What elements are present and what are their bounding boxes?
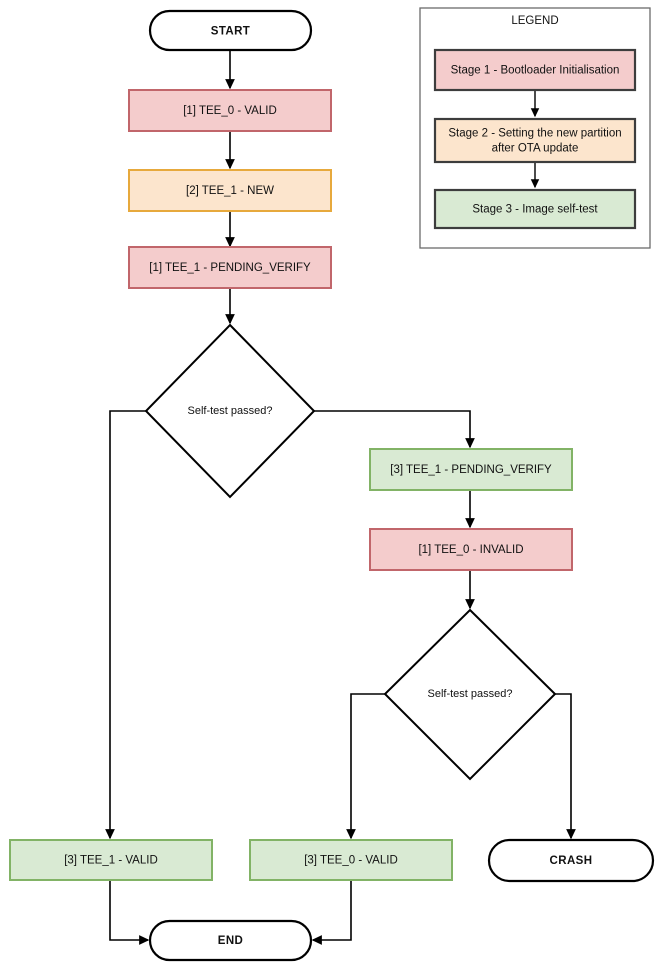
tee0-valid-label: [1] TEE_0 - VALID bbox=[183, 105, 277, 117]
edge-decision1-right-to-tee1pending3 bbox=[314, 410, 475, 449]
legend-item-stage2-label-line1: Stage 2 - Setting the new partition bbox=[448, 128, 621, 140]
tee1-new-label: [2] TEE_1 - NEW bbox=[186, 185, 274, 197]
end-label: END bbox=[218, 935, 243, 947]
legend-item-stage3-box bbox=[433, 188, 637, 230]
legend-item-stage1-box bbox=[433, 48, 637, 92]
tee1-pending-verify-stage3-label: [3] TEE_1 - PENDING_VERIFY bbox=[390, 464, 552, 476]
tee1-valid-shape[interactable] bbox=[9, 839, 213, 881]
node-tee1-pending-verify-stage3[interactable]: [3] TEE_1 - PENDING_VERIFY bbox=[369, 448, 573, 491]
tee1-pending-verify-stage1-label: [1] TEE_1 - PENDING_VERIFY bbox=[149, 262, 311, 274]
node-crash[interactable]: CRASH bbox=[487, 838, 655, 883]
node-end[interactable]: END bbox=[148, 919, 313, 962]
node-tee0-valid-stage3[interactable]: [3] TEE_0 - VALID bbox=[249, 839, 453, 881]
edges-layer bbox=[105, 50, 576, 945]
crash-label: CRASH bbox=[550, 855, 593, 867]
tee0-valid-stage3-shape[interactable] bbox=[249, 839, 453, 881]
edge-tee0valid3-to-end bbox=[311, 880, 352, 945]
edge-tee1valid-to-end bbox=[109, 880, 150, 945]
crash-shape[interactable] bbox=[487, 838, 655, 883]
tee1-pending-verify-stage1-shape[interactable] bbox=[128, 246, 332, 289]
tee0-valid-stage3-label: [3] TEE_0 - VALID bbox=[304, 855, 398, 867]
tee1-valid-label: [3] TEE_1 - VALID bbox=[64, 855, 158, 867]
edge-decision2-left-to-tee0valid3 bbox=[346, 693, 385, 840]
tee0-invalid-label: [1] TEE_0 - INVALID bbox=[418, 544, 523, 556]
legend-item-stage2-box bbox=[433, 117, 637, 164]
node-tee1-new[interactable]: [2] TEE_1 - NEW bbox=[128, 169, 332, 212]
decision-2-label: Self-test passed? bbox=[428, 688, 513, 700]
tee0-invalid-shape[interactable] bbox=[369, 528, 573, 571]
node-tee1-pending-verify-stage1[interactable]: [1] TEE_1 - PENDING_VERIFY bbox=[128, 246, 332, 289]
node-tee1-valid[interactable]: [3] TEE_1 - VALID bbox=[9, 839, 213, 881]
node-tee0-valid[interactable]: [1] TEE_0 - VALID bbox=[128, 89, 332, 132]
legend-item-stage1-label: Stage 1 - Bootloader Initialisation bbox=[451, 65, 620, 77]
decision-1-label: Self-test passed? bbox=[188, 405, 273, 417]
start-shape[interactable] bbox=[148, 9, 313, 52]
legend-item-stage3-label: Stage 3 - Image self-test bbox=[472, 204, 598, 216]
tee0-valid-shape[interactable] bbox=[128, 89, 332, 132]
decision-1-shape[interactable] bbox=[144, 323, 316, 499]
legend-item-stage2-label-line2: after OTA update bbox=[492, 143, 579, 155]
edge-decision2-right-to-crash bbox=[555, 693, 576, 840]
legend-panel: LEGEND Stage 1 - Bootloader Initialisati… bbox=[419, 7, 651, 249]
node-decision-self-test-2[interactable]: Self-test passed? bbox=[383, 608, 557, 781]
tee1-new-shape[interactable] bbox=[128, 169, 332, 212]
decision-2-shape[interactable] bbox=[383, 608, 557, 781]
edge-decision1-left-to-tee1valid bbox=[105, 410, 146, 840]
node-tee0-invalid[interactable]: [1] TEE_0 - INVALID bbox=[369, 528, 573, 571]
node-decision-self-test-1[interactable]: Self-test passed? bbox=[144, 323, 316, 499]
tee1-pending-verify-stage3-shape[interactable] bbox=[369, 448, 573, 491]
start-label: START bbox=[211, 26, 250, 38]
node-start[interactable]: START bbox=[148, 9, 313, 52]
legend-title: LEGEND bbox=[511, 15, 558, 27]
end-shape[interactable] bbox=[148, 919, 313, 962]
